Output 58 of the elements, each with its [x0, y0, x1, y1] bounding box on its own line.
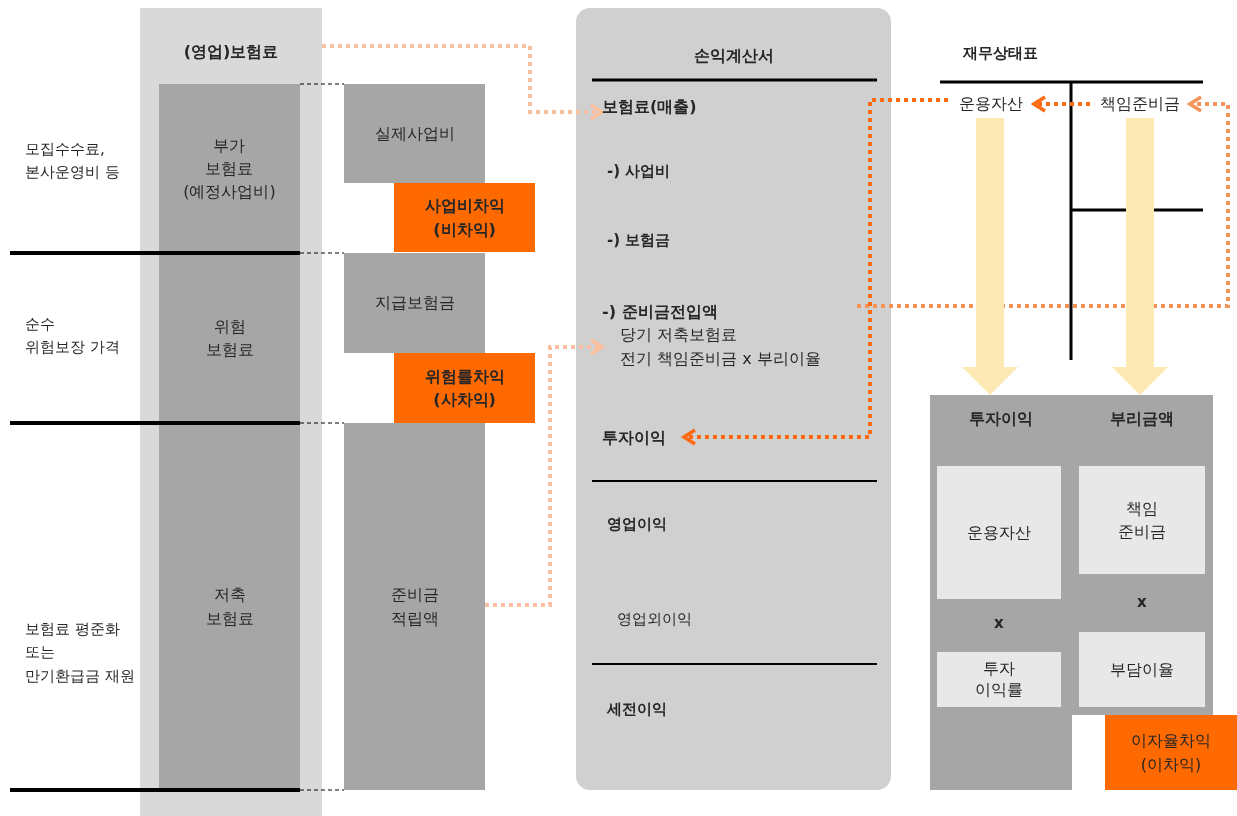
box-label: 운용자산: [967, 521, 1031, 544]
dotted-arrow: [682, 98, 948, 446]
statement-subitem: 당기 저축보험료: [620, 324, 738, 347]
note-text: -) 보험금: [607, 230, 671, 251]
interest-panel: [930, 395, 1213, 790]
statement-item: -) 준비금전입액: [602, 301, 718, 324]
box-label: 부담이율: [1110, 658, 1174, 681]
premium-column: [140, 8, 322, 816]
note-text: 영업이익: [607, 514, 667, 535]
heading: 부리금액: [1109, 408, 1175, 430]
premium-block: [159, 253, 300, 423]
box-label: 저축 보험료: [205, 584, 254, 630]
multiply-sign: x: [1137, 592, 1147, 613]
box-label: 보험료(매출): [602, 96, 697, 119]
income-statement-panel: [576, 8, 891, 790]
heading: (영업)보험료: [182, 41, 280, 63]
box-label: 지급보험금: [374, 292, 455, 315]
box-label: 책임준비금: [1100, 93, 1180, 116]
note-text: 재무상태표: [962, 43, 1038, 64]
box-label: 운용자산: [959, 93, 1023, 116]
premium-block: [159, 84, 300, 253]
box-label: 위험률차익 (사차익): [424, 365, 505, 411]
note-text: -) 사업비: [607, 161, 671, 182]
cost-block: [344, 423, 485, 790]
statement-subitem: 전기 책임준비금 x 부리이율: [620, 347, 821, 370]
box-label: 사업비차익 (비차익): [424, 195, 505, 241]
box-label: 투자 이익률: [975, 658, 1023, 701]
factor-box: [1079, 632, 1205, 707]
multiply-sign: x: [994, 613, 1004, 634]
box-label: 준비금 적립액: [390, 584, 439, 630]
premium-block: [159, 423, 300, 790]
profit-box: [1105, 715, 1237, 790]
profit-box: [394, 353, 535, 423]
note-text: 모집수수료, 본사운영비 등: [25, 139, 120, 184]
note-text: 보험료 평준화 또는 만기환급금 재원: [25, 619, 135, 687]
factor-box: [937, 652, 1061, 707]
flow-arrow: [962, 118, 1018, 395]
dotted-arrow: [1032, 95, 1090, 113]
heading: 손익계산서: [692, 45, 775, 67]
dotted-arrow: [857, 95, 1230, 308]
box-label: 위험 보험료: [205, 315, 254, 361]
note-text: 세전이익: [607, 699, 667, 720]
box-label: 책임 준비금: [1118, 497, 1166, 543]
box-label: 투자이익: [602, 427, 666, 450]
cost-block: [344, 84, 485, 183]
box-label: 실제사업비: [374, 122, 455, 145]
box-label: 이자율차익 (이차익): [1131, 730, 1211, 776]
box-label: 부가 보험료 (예정사업비): [183, 134, 276, 204]
dotted-arrow: [322, 44, 604, 121]
factor-box: [937, 466, 1061, 599]
profit-box: [394, 183, 535, 252]
factor-box: [1079, 466, 1205, 574]
flow-arrow: [1112, 118, 1168, 395]
dotted-arrow: [485, 338, 604, 607]
note-text: 순수 위험보장 가격: [25, 314, 120, 359]
cost-block: [344, 253, 485, 353]
heading: 투자이익: [967, 408, 1034, 430]
note-text: 영업외이익: [617, 609, 692, 630]
